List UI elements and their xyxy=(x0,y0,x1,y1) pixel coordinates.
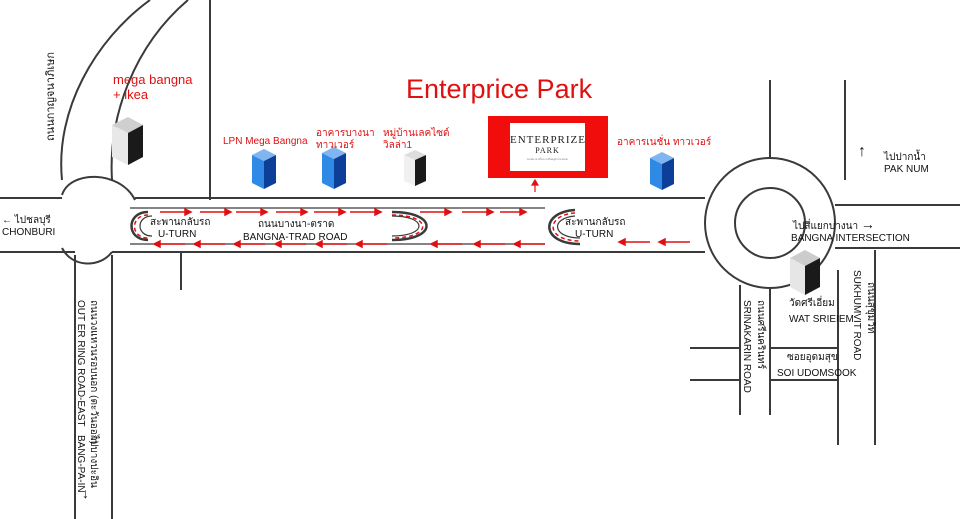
wat-srieiem-label: วัดศรีเอี่ยม WAT SRIEIEM xyxy=(789,298,854,326)
bangpain-thai: ไปบางปะอิน xyxy=(88,435,99,488)
logo-line-1: ENTERPRIZE xyxy=(510,134,586,146)
map-title: Enterprice Park xyxy=(406,74,593,104)
soi-udomsook xyxy=(690,347,838,381)
paknum-en: PAK NUM xyxy=(884,164,929,175)
mega-bangna-label: mega bangna + ikea xyxy=(113,72,193,102)
sukhumvit-thai: ถนนสุขุมวิท xyxy=(865,282,876,334)
roundabout-inner xyxy=(734,187,806,259)
uturn-2-thai: สะพานกลับรถ xyxy=(565,217,626,228)
soi-udomsook-label: ซอยอุดมสุข SOI UDOMSOOK xyxy=(777,352,856,380)
bangna-intersection-label: ไปสี่แยกบางนา → BANGNA INTERSECTION xyxy=(791,216,910,245)
up-arrow-icon: ↑ xyxy=(858,143,866,160)
soi-en: SOI UDOMSOOK xyxy=(777,368,857,379)
outer-ring-curve-outer xyxy=(60,0,151,181)
uturn-2 xyxy=(548,208,581,246)
uturn-1-thai: สะพานกลับรถ xyxy=(150,217,211,228)
chonburi-en: CHONBURI xyxy=(2,227,56,238)
logo-line-2: PARK xyxy=(535,146,560,155)
wat-srieiem-building-icon xyxy=(790,250,820,295)
paknum-thai: ไปปากน้ำ xyxy=(884,152,926,163)
lpn-label: LPN Mega Bangna xyxy=(223,136,308,147)
sukhumvit-road xyxy=(837,250,876,445)
paknum-label: ไปปากน้ำ PAK NUM xyxy=(884,152,929,176)
mega-bangna-building-icon xyxy=(112,117,143,165)
bangna-tower-building-icon xyxy=(322,147,346,189)
uturn-mid xyxy=(391,210,428,242)
outer-ring-thai-label: ถนนกาญจนาภิเษก xyxy=(45,52,57,141)
logo-tagline: Grade A office at Bangna location xyxy=(527,157,568,161)
route-arrows-east xyxy=(160,207,528,217)
bangna-int-en: BANGNA INTERSECTION xyxy=(791,233,910,244)
lake-side-label: หมู่บ้านเลคไซด์ วิลล่า1 xyxy=(383,128,450,152)
uturn-1-label: สะพานกลับรถ U-TURN xyxy=(150,217,210,241)
route-arrows-west xyxy=(152,237,690,249)
outer-ring-east-thai: ถนนวงแหวนรอบนอก (ตะวันออก) xyxy=(88,300,99,445)
outer-ring-curve-inner xyxy=(110,0,189,181)
logo-panel: ENTERPRIZE PARK Grade A office at Bangna… xyxy=(510,123,585,171)
uturn-1-route xyxy=(133,214,149,239)
bangna-trad-thai: ถนนบางนา-ตราด xyxy=(258,219,335,230)
outer-ring-east-en: OUT ER RING ROAD-EAST xyxy=(75,300,86,427)
uturn-mid-route xyxy=(391,214,424,239)
enterprize-park-logo: ENTERPRIZE PARK Grade A office at Bangna… xyxy=(488,116,608,178)
down-arrow-icon: ↓ xyxy=(82,485,89,501)
mega-bangna-line-2: + ikea xyxy=(113,87,149,102)
bangna-int-thai: ไปสี่แยกบางนา xyxy=(793,221,859,232)
nation-tower-building-icon xyxy=(650,152,674,190)
srinakarin-thai: ถนนศรีนครินทร์ xyxy=(755,300,766,370)
bangpain-en: BANG-PA-IN xyxy=(75,435,86,493)
mega-bangna-line-1: mega bangna xyxy=(113,72,193,87)
wat-thai: วัดศรีเอี่ยม xyxy=(789,298,835,309)
interchange-loop xyxy=(61,175,136,201)
uturn-2-inner xyxy=(556,215,581,239)
lake-side-line-2: วิลล่า1 xyxy=(383,140,413,151)
right-arrow-icon: → xyxy=(860,216,875,232)
bangna-trad-en: BANGNA-TRAD ROAD xyxy=(243,232,348,243)
bangna-tower-line-2: ทาวเวอร์ xyxy=(316,140,355,151)
nation-tower-label: อาคารเนชั่น ทาวเวอร์ xyxy=(617,137,712,148)
srinakarin-road xyxy=(739,285,771,415)
bangna-tower-label: อาคารบางนา ทาวเวอร์ xyxy=(316,128,375,152)
srinakarin-en: SRINAKARIN ROAD xyxy=(741,300,752,393)
uturn-2-label: สะพานกลับรถ U-TURN xyxy=(565,217,625,241)
paknum-road xyxy=(769,80,846,180)
lpn-building-icon xyxy=(252,149,276,189)
soi-thai: ซอยอุดมสุข xyxy=(787,352,838,363)
lake-side-building-icon xyxy=(404,150,426,186)
wat-en: WAT SRIEIEM xyxy=(789,314,854,325)
bangna-tower-line-1: อาคารบางนา xyxy=(316,128,375,139)
chonburi-thai: ไปชลบุรี xyxy=(14,215,51,226)
uturn-1-inner xyxy=(139,215,153,237)
chonburi-label: ← ไปชลบุรี CHONBURI xyxy=(2,215,55,239)
uturn-mid-inner xyxy=(391,215,420,237)
uturn-2-route xyxy=(552,212,581,242)
left-arrow-icon: ← xyxy=(2,215,12,226)
interchange-loop-2 xyxy=(61,247,113,265)
uturn-2-en: U-TURN xyxy=(575,229,614,240)
uturn-1 xyxy=(130,210,149,242)
bangna-trad-label: ถนนบางนา-ตราด xyxy=(258,219,334,231)
destination-arrow xyxy=(530,178,540,192)
sukhumvit-en: SUKHUMVIT ROAD xyxy=(851,270,862,361)
lake-side-line-1: หมู่บ้านเลคไซด์ xyxy=(383,128,450,139)
uturn-1-en: U-TURN xyxy=(158,229,197,240)
